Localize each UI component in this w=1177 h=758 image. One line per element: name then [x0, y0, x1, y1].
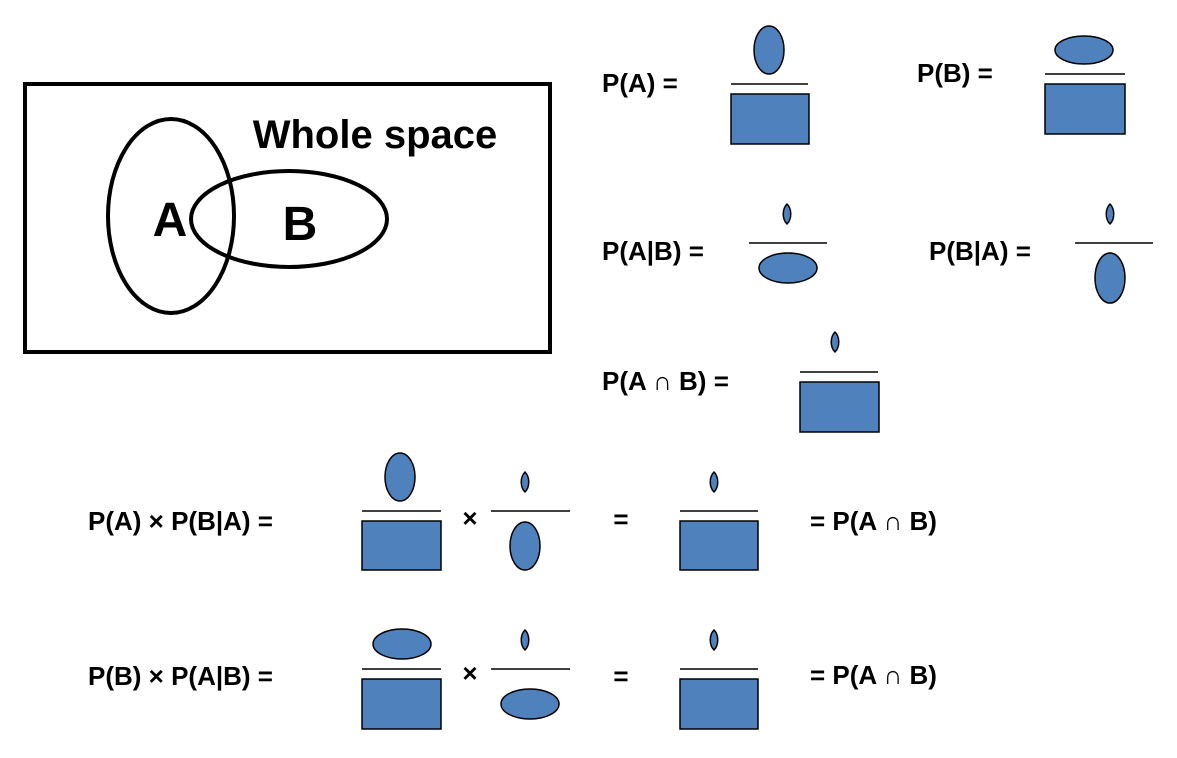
ellipse-b-shape — [758, 252, 818, 284]
whole-space-shape — [799, 381, 880, 433]
ellipse-b-shape — [372, 628, 432, 660]
set-a-ellipse — [106, 117, 236, 315]
ellipse-a-shape — [384, 452, 416, 502]
intersection-shape — [709, 629, 719, 651]
formula-p-b: P(B) = — [917, 35, 1126, 135]
formula-p-a: P(A) = — [602, 25, 810, 145]
formula-p-a-and-b: P(A ∩ B) = — [602, 331, 880, 433]
whole-space-shape — [361, 678, 442, 730]
row2-lhs-label: P(B) × P(A|B) = — [88, 661, 273, 691]
times-sign: × — [462, 503, 477, 533]
formula-p-b-given-a-label: P(B|A) = — [929, 236, 1031, 266]
whole-space-label: Whole space — [253, 113, 498, 157]
whole-space-shape — [679, 520, 759, 571]
product-rule-row-1: P(A) × P(B|A) = × = = P(A ∩ B) — [88, 452, 937, 571]
intersection-shape — [709, 471, 719, 493]
equals-sign: = — [613, 661, 628, 691]
formula-p-a-label: P(A) = — [602, 68, 678, 98]
ellipse-b-shape — [1054, 35, 1114, 65]
ellipse-a-shape — [509, 521, 541, 571]
set-b-ellipse — [189, 169, 389, 269]
times-sign: × — [462, 658, 477, 688]
formula-p-a-and-b-label: P(A ∩ B) = — [602, 366, 729, 396]
row1-rhs-label: = P(A ∩ B) — [810, 506, 937, 536]
ellipse-a-shape — [1094, 252, 1126, 304]
row1-lhs-label: P(A) × P(B|A) = — [88, 506, 273, 536]
formula-p-a-given-b-label: P(A|B) = — [602, 236, 704, 266]
set-b-label: B — [283, 198, 318, 251]
whole-space-rectangle — [23, 82, 552, 354]
set-a-label: A — [153, 194, 188, 247]
intersection-shape — [782, 203, 792, 225]
intersection-shape — [830, 331, 840, 353]
intersection-shape — [520, 471, 530, 493]
equals-sign: = — [613, 504, 628, 534]
intersection-shape — [520, 629, 530, 651]
whole-space-shape — [361, 520, 442, 571]
row2-rhs-label: = P(A ∩ B) — [810, 660, 937, 690]
formula-p-b-label: P(B) = — [917, 58, 993, 88]
ellipse-a-shape — [753, 25, 785, 75]
whole-space-shape — [679, 678, 759, 730]
product-rule-row-2: P(B) × P(A|B) = × = = P(A ∩ B) — [88, 628, 937, 730]
venn-diagram: Whole space A B — [23, 82, 552, 354]
formula-p-a-given-b: P(A|B) = — [602, 203, 827, 284]
formula-p-b-given-a: P(B|A) = — [929, 203, 1153, 304]
intersection-shape — [1105, 203, 1115, 225]
whole-space-shape — [1044, 83, 1126, 135]
whole-space-shape — [730, 93, 810, 145]
ellipse-b-shape — [500, 688, 560, 720]
